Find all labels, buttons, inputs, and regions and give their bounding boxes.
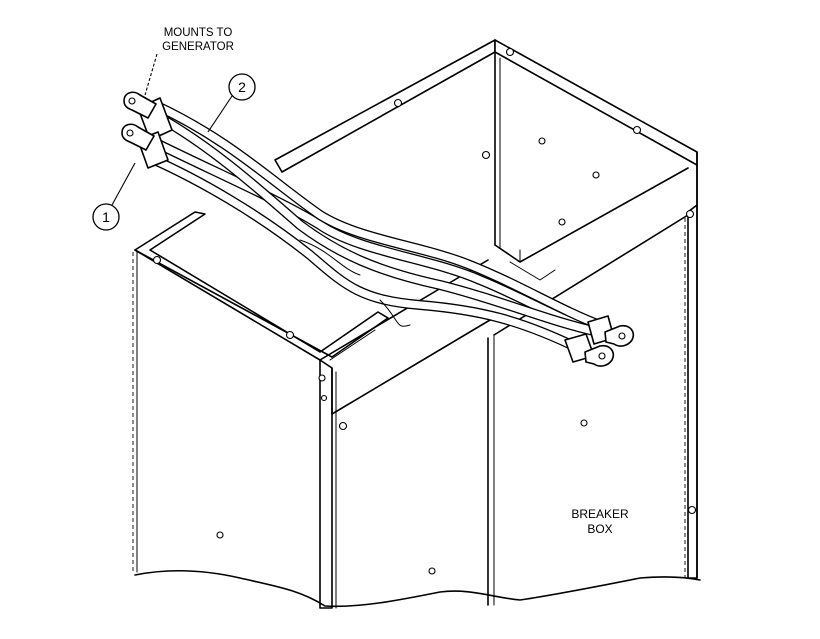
mounts-leader bbox=[144, 53, 158, 96]
callout-1-label: 1 bbox=[102, 209, 110, 225]
rear-enclosure bbox=[274, 39, 698, 606]
breaker-label-line2: BOX bbox=[587, 522, 612, 536]
front-enclosure bbox=[132, 211, 491, 609]
mounts-label-line2: GENERATOR bbox=[162, 41, 234, 53]
callout-2-leader bbox=[207, 95, 233, 133]
mounts-label-line1: MOUNTS TO bbox=[164, 27, 233, 39]
break-line bbox=[134, 569, 701, 608]
breaker-label-line1: BREAKER bbox=[571, 507, 629, 521]
cable-assembly bbox=[121, 91, 635, 367]
callout-2: 2 bbox=[228, 73, 256, 101]
callout-1: 1 bbox=[92, 203, 120, 231]
callout-1-leader bbox=[111, 162, 136, 206]
callout-2-label: 2 bbox=[238, 79, 246, 95]
